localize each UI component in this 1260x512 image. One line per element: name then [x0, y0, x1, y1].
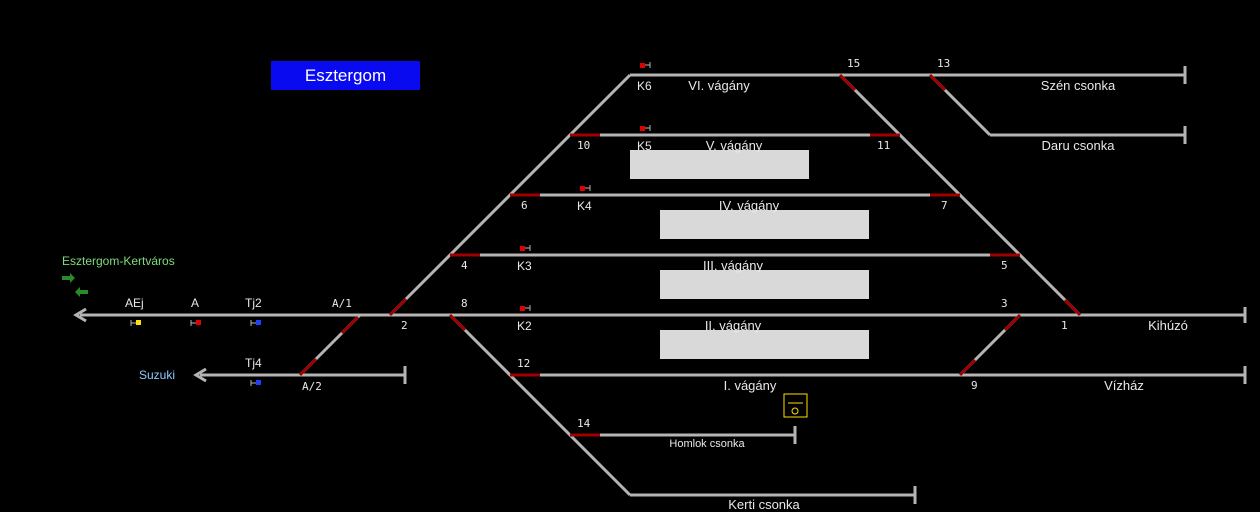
- signal-k5-icon: [640, 125, 651, 131]
- signal-aej-icon: [130, 320, 141, 326]
- switch-6-label[interactable]: 6: [521, 199, 528, 212]
- track-kerti-label[interactable]: Kerti csonka: [728, 497, 800, 512]
- switch-7-label[interactable]: 7: [941, 199, 948, 212]
- station-name: Esztergom: [271, 61, 420, 90]
- switch-1-label[interactable]: 1: [1061, 319, 1068, 332]
- track-homlok-label[interactable]: Homlok csonka: [669, 438, 745, 450]
- switch-11-label[interactable]: 11: [877, 139, 891, 152]
- signal-k4-label[interactable]: K4: [577, 199, 592, 213]
- track-daru-label[interactable]: Daru csonka: [1041, 138, 1115, 153]
- platform: [630, 150, 809, 179]
- arrow-left-icon: [73, 307, 87, 323]
- switch-10-label[interactable]: 10: [577, 139, 591, 152]
- platform: [660, 330, 869, 359]
- signal-tj2-label[interactable]: Tj2: [245, 296, 262, 310]
- platform: [660, 210, 869, 239]
- switch-indications: [298, 73, 1082, 437]
- signal-tj2-icon: [250, 320, 261, 326]
- signal-tj4-icon: [250, 380, 261, 386]
- signal-k6-icon: [640, 62, 651, 68]
- signal-k5-label[interactable]: K5: [637, 139, 652, 153]
- switch-9-label[interactable]: 9: [971, 379, 978, 392]
- platform: [660, 270, 869, 299]
- switch-8-label[interactable]: 8: [461, 297, 468, 310]
- track-szen-label[interactable]: Szén csonka: [1040, 78, 1116, 93]
- track-2-label[interactable]: II. vágány: [704, 318, 762, 333]
- track-1-label[interactable]: I. vágány: [723, 378, 777, 393]
- signal-a-icon: [190, 320, 201, 326]
- track-kihuzo-label[interactable]: Kihúzó: [1148, 318, 1188, 333]
- switch-a2-label[interactable]: A/2: [302, 380, 322, 393]
- signal-aej-label[interactable]: AEj: [125, 296, 144, 310]
- track-6-label[interactable]: VI. vágány: [688, 78, 750, 93]
- signal-tj4-label[interactable]: Tj4: [245, 356, 262, 370]
- arrow-right-icon: [62, 273, 75, 283]
- signal-k2-label[interactable]: K2: [517, 319, 532, 333]
- switch-15-label[interactable]: 15: [847, 57, 861, 70]
- signal-k3-label[interactable]: K3: [517, 259, 532, 273]
- switch-2-label[interactable]: 2: [401, 319, 408, 332]
- signal-k3-icon: [520, 245, 531, 251]
- signal-k2-icon: [520, 305, 531, 311]
- track-4-label[interactable]: IV. vágány: [718, 198, 780, 213]
- direction-arrows: [62, 273, 88, 297]
- switch-3-label[interactable]: 3: [1001, 297, 1008, 310]
- switch-13-label[interactable]: 13: [937, 57, 951, 70]
- track-5-label[interactable]: V. vágány: [705, 138, 763, 153]
- track-vizhaz-label[interactable]: Vízház: [1104, 378, 1144, 393]
- track-3-label[interactable]: III. vágány: [703, 258, 763, 273]
- signals: [130, 62, 651, 386]
- direction-suzuki: Suzuki: [139, 368, 176, 382]
- signal-k4-icon: [580, 185, 591, 191]
- station-building-icon: [783, 393, 808, 418]
- switch-a1-label[interactable]: A/1: [332, 297, 352, 310]
- switch-4-label[interactable]: 4: [461, 259, 468, 272]
- signal-a-label[interactable]: A: [191, 296, 200, 310]
- switch-12-label[interactable]: 12: [517, 357, 531, 370]
- switch-5-label[interactable]: 5: [1001, 259, 1008, 272]
- arrow-left-icon: [193, 367, 207, 383]
- switch-14-label[interactable]: 14: [577, 417, 591, 430]
- signal-k6-label[interactable]: K6: [637, 79, 652, 93]
- direction-kertvaros: Esztergom-Kertváros: [62, 254, 175, 268]
- arrow-left-icon: [75, 287, 88, 297]
- track-lower-throat: [448, 313, 632, 497]
